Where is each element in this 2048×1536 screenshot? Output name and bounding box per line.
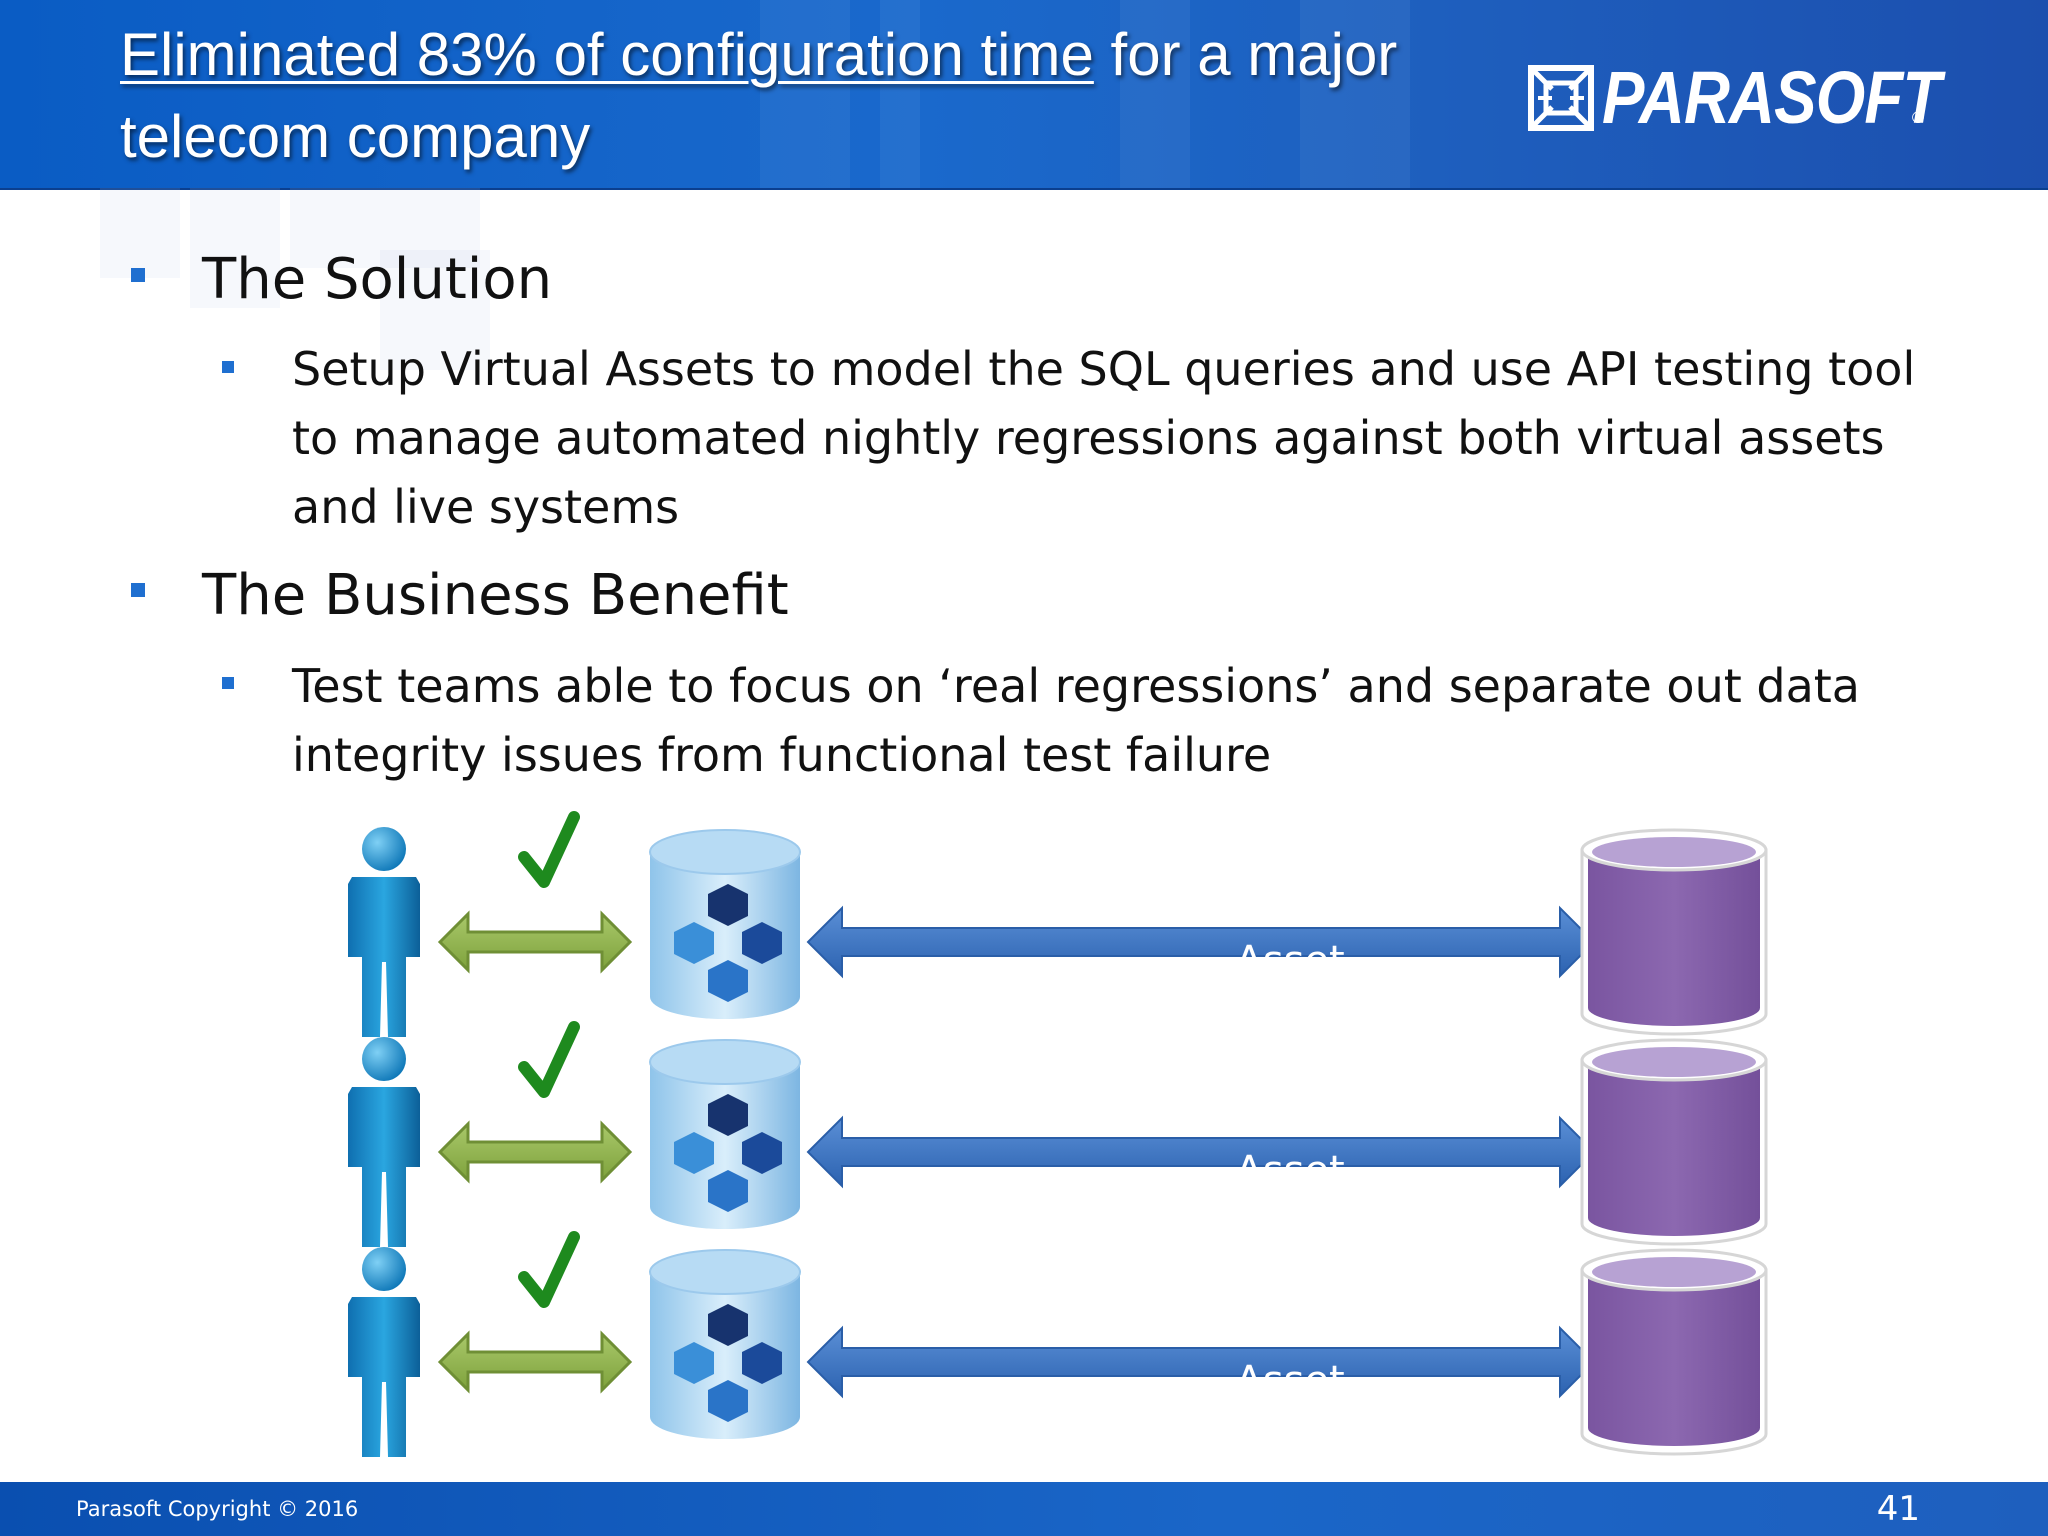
logo-wordmark: PARASOFT (1602, 56, 1941, 139)
slide-title: Eliminated 83% of configuration time for… (120, 14, 1460, 178)
solution-description: Setup Virtual Assets to model the SQL qu… (292, 342, 1916, 534)
background-decoration (190, 188, 280, 308)
virtual-asset-label: Virtual Asset (1224, 884, 1356, 984)
benefit-description: Test teams able to focus on ‘real regres… (292, 659, 1860, 782)
parasoft-logo: PARASOFT (1528, 58, 1996, 138)
virtual-asset-label: Virtual Asset (1224, 1304, 1356, 1404)
footer-bar: Parasoft Copyright © 2016 41 (0, 1482, 2048, 1536)
sub-bullet-marker (222, 361, 234, 373)
virtualization-diagram (0, 800, 2048, 1460)
title-underlined-part: Eliminated 83% of configuration time (120, 21, 1094, 88)
heading-business-benefit: The Business Benefit (202, 563, 789, 628)
copyright-text: Parasoft Copyright © 2016 (76, 1497, 359, 1521)
virtual-asset-label: Virtual Asset (1224, 1094, 1356, 1194)
title-rest: for a major telecom company (120, 21, 1398, 170)
bullet-marker (131, 583, 145, 597)
parasoft-logo-icon (1528, 65, 1594, 131)
background-decoration (290, 188, 480, 268)
background-decoration (380, 250, 490, 370)
title-banner: Eliminated 83% of configuration time for… (0, 0, 2048, 190)
sub-bullet-marker (222, 677, 234, 689)
bullet-marker (131, 268, 145, 282)
page-number: 41 (1876, 1489, 1920, 1529)
heading-the-solution: The Solution (202, 247, 553, 312)
registered-mark: ® (1910, 108, 1926, 127)
header-decoration (0, 0, 2048, 188)
background-decoration (100, 188, 180, 278)
